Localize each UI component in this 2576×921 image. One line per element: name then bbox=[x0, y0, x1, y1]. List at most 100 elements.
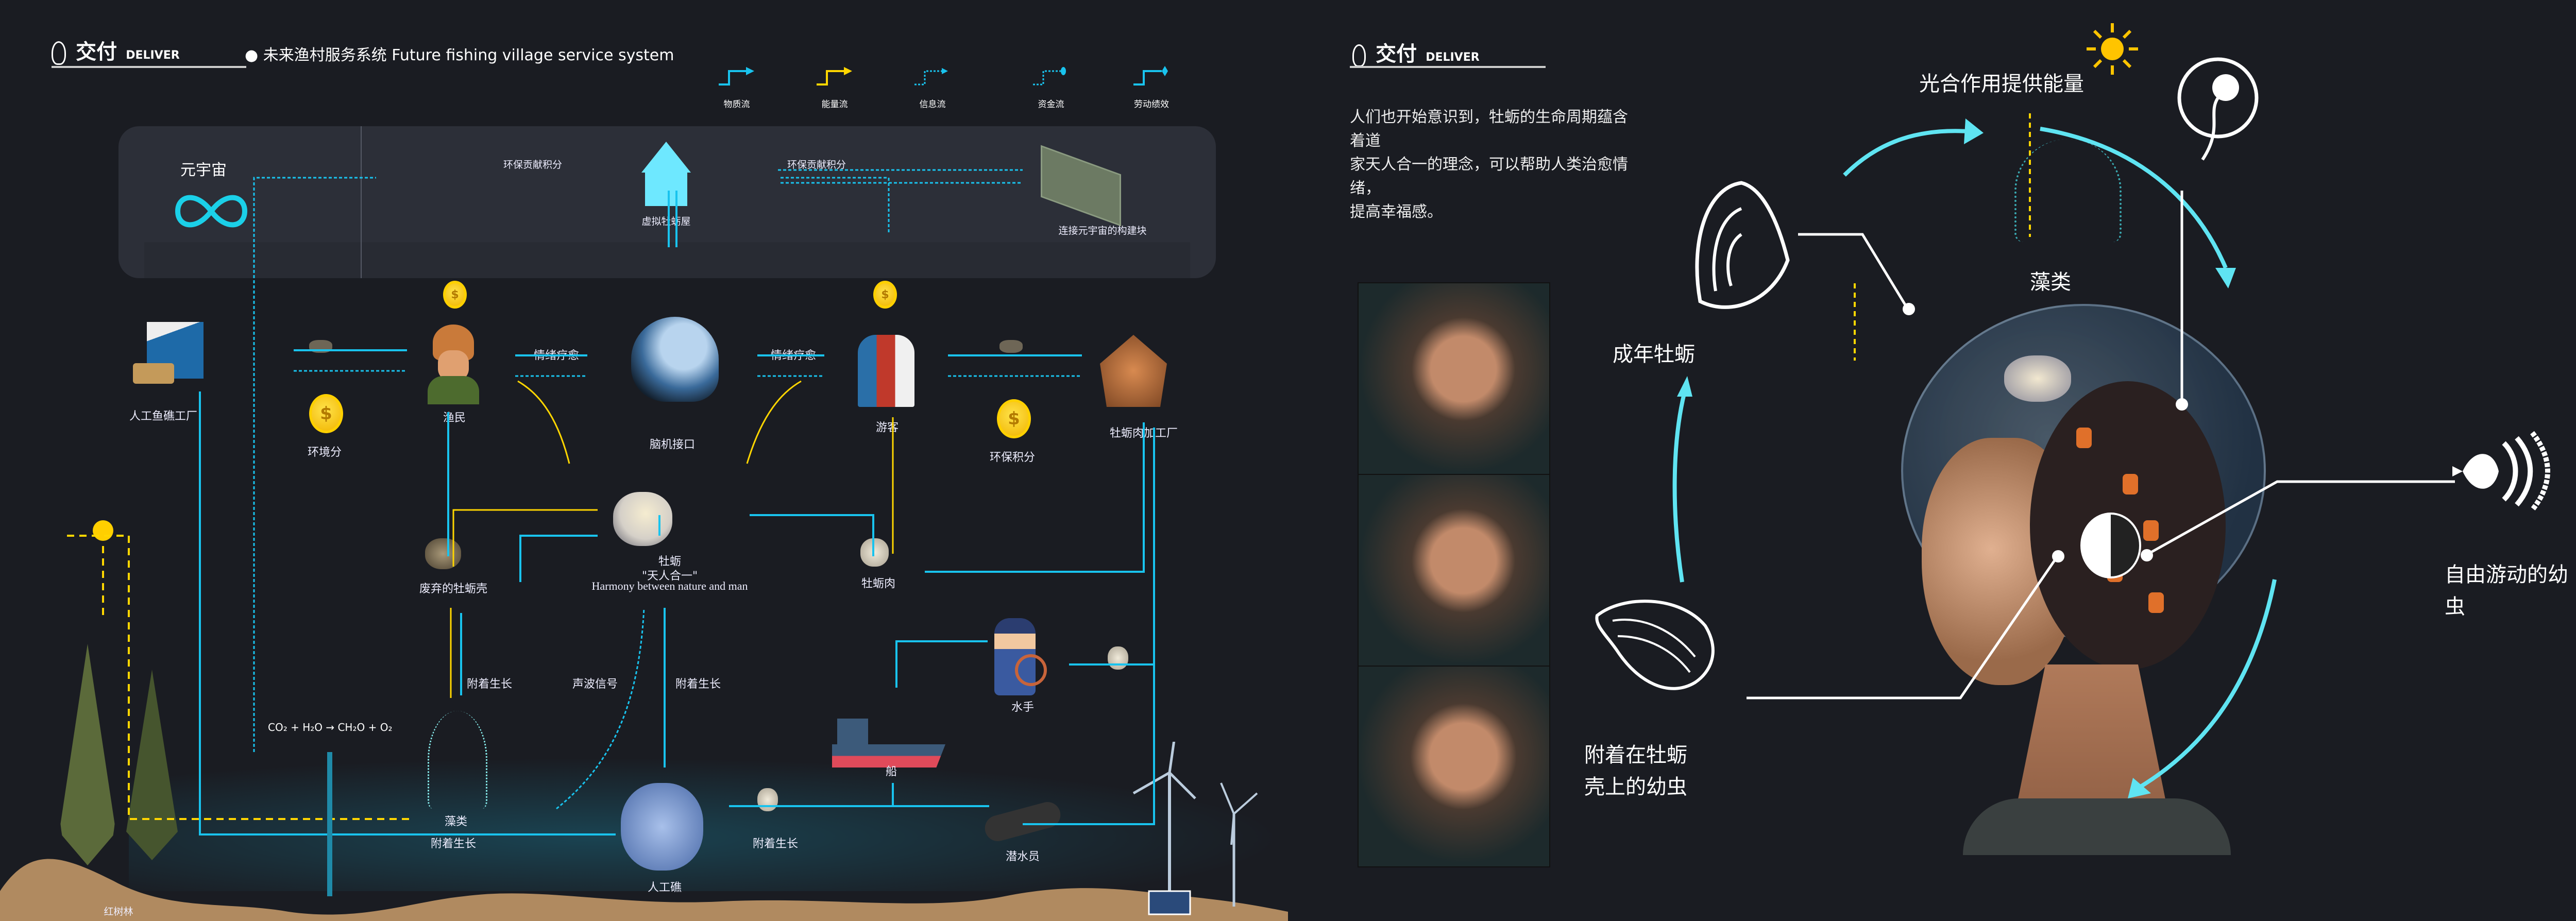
electrode bbox=[2143, 520, 2159, 541]
building-block-label: 连接元宇宙的构建块 bbox=[1058, 225, 1147, 236]
fisherman-label: 渔民 bbox=[443, 412, 466, 424]
sun-icon bbox=[2087, 23, 2138, 75]
attached-larva-shell-icon bbox=[1595, 600, 1715, 690]
woman-bci-helmet-image bbox=[1860, 304, 2298, 855]
virtual-oyster-house-body bbox=[645, 173, 687, 206]
oyster-meat-label: 牡蛎肉 bbox=[861, 577, 896, 590]
sun-icon bbox=[93, 520, 113, 541]
eco-points-label: 环保积分 bbox=[989, 451, 1036, 464]
legend-labor-performance: 劳动绩效 bbox=[1123, 66, 1180, 110]
paragraph-line: 提高幸福感。 bbox=[1350, 203, 1443, 221]
oyster-image bbox=[613, 492, 672, 546]
attach-growth-label: 附着生长 bbox=[675, 678, 721, 691]
eco-contribution-points-right: 环保贡献积分 bbox=[787, 159, 846, 170]
attach-growth-label: 附着生长 bbox=[466, 678, 513, 691]
label-line: 附着在牡蛎 bbox=[1584, 743, 1687, 767]
tourists-image bbox=[858, 335, 914, 407]
city-skyline bbox=[144, 242, 1190, 278]
motto-zh: "天人合一" bbox=[641, 570, 698, 583]
label-line: 自由游动的幼 bbox=[2445, 563, 2568, 587]
shirt bbox=[1963, 798, 2231, 855]
header-zh: 交付 bbox=[1376, 42, 1417, 66]
metaverse-label: 元宇宙 bbox=[180, 161, 227, 179]
legend-info-flow: 信息流 bbox=[904, 66, 961, 110]
oyster-on-helmet bbox=[2004, 355, 2071, 402]
electrode bbox=[2148, 592, 2164, 613]
legend-label: 信息流 bbox=[919, 99, 946, 110]
dotted-arrow-icon bbox=[914, 68, 948, 86]
photosynthesis-energy-label: 光合作用提供能量 bbox=[1919, 72, 2084, 96]
ship-wheel-icon bbox=[1015, 654, 1047, 686]
algae-image bbox=[428, 711, 487, 809]
bci-helmet-photo-2 bbox=[1358, 474, 1550, 667]
right-header: 交付 DELIVER bbox=[1352, 37, 1480, 67]
paragraph-line: 人们也开始意识到，牡蛎的生命周期蕴含着道 bbox=[1350, 108, 1628, 150]
legend-label: 物质流 bbox=[723, 99, 750, 110]
oyster-label: 牡蛎 bbox=[658, 555, 682, 568]
diver-label: 潜水员 bbox=[1005, 850, 1040, 863]
header-zh: 交付 bbox=[76, 40, 117, 64]
brain-computer-interface-image bbox=[631, 317, 719, 402]
reef-factory-label: 人工鱼礁工厂 bbox=[129, 410, 198, 423]
eco-points-coin-icon: $ bbox=[997, 399, 1031, 438]
header-underline bbox=[1350, 66, 1546, 68]
free-larva-label: 自由游动的幼 虫 bbox=[2445, 559, 2568, 623]
free-swimming-larva-icon bbox=[2452, 431, 2550, 512]
sonar-signal-label: 声波信号 bbox=[572, 678, 618, 691]
sperm-cell-icon bbox=[2177, 57, 2259, 161]
coin-icon: $ bbox=[443, 281, 467, 309]
right-algae-label: 藻类 bbox=[2030, 270, 2071, 294]
solid-yellow-arrow-icon bbox=[817, 67, 852, 86]
algae-label: 藻类 bbox=[444, 815, 468, 828]
seabed-ground bbox=[0, 859, 1288, 921]
motto-en: Harmony between nature and man bbox=[591, 579, 748, 592]
attach-growth-label: 附着生长 bbox=[752, 838, 799, 850]
coin-icon: $ bbox=[873, 281, 897, 309]
virtual-oyster-house-label: 虚拟牡蛎屋 bbox=[641, 216, 691, 227]
infinity-icon bbox=[175, 195, 247, 228]
divider bbox=[361, 126, 362, 278]
oyster-small-icon bbox=[999, 340, 1023, 353]
attach-growth-label: 附着生长 bbox=[430, 838, 477, 850]
bci-label: 脑机接口 bbox=[649, 438, 696, 451]
algae-sketch-image bbox=[2014, 139, 2122, 242]
electrode bbox=[2123, 474, 2138, 494]
intro-paragraph: 人们也开始意识到，牡蛎的生命周期蕴含着道 家天人合一的理念，可以帮助人类治愈情绪… bbox=[1350, 106, 1638, 224]
photosynthesis-formula: CO₂ + H₂O → CH₂O + O₂ bbox=[268, 721, 393, 734]
flow-lines bbox=[67, 169, 1155, 896]
header-en: DELIVER bbox=[126, 49, 180, 62]
life-cycle-arrows bbox=[1672, 113, 2455, 798]
header-underline bbox=[52, 66, 246, 68]
page-title: ● 未来渔村服务系统 Future fishing village servic… bbox=[245, 46, 674, 64]
waste-shell-label: 废弃的牡蛎壳 bbox=[419, 583, 488, 595]
solid-cyan-arrow-icon bbox=[719, 67, 754, 86]
oyster-meat-small-icon bbox=[757, 788, 778, 811]
adult-oyster-label: 成年牡蛎 bbox=[1613, 343, 1695, 366]
legend-material-flow: 物质流 bbox=[708, 66, 765, 110]
ship-label: 船 bbox=[885, 765, 897, 778]
waste-shell-image bbox=[425, 538, 461, 569]
oyster-logo-icon bbox=[52, 41, 66, 65]
artificial-reef-label: 人工礁 bbox=[647, 881, 682, 894]
bci-helmet-photo-3 bbox=[1358, 666, 1550, 867]
pallet-boxes-image bbox=[133, 363, 174, 384]
left-header: 交付 DELIVER bbox=[52, 35, 180, 65]
label-line: 虫 bbox=[2445, 595, 2465, 619]
wind-turbines-image bbox=[1132, 742, 1258, 915]
legend-label: 资金流 bbox=[1038, 99, 1064, 110]
oyster-meat-small-icon bbox=[1108, 646, 1128, 670]
ship-image bbox=[832, 744, 945, 768]
virtual-oyster-house-icon bbox=[641, 142, 691, 173]
legend-label: 劳动绩效 bbox=[1134, 99, 1169, 110]
header-en: DELIVER bbox=[1426, 51, 1480, 64]
mangrove-label: 红树林 bbox=[104, 906, 133, 917]
oyster-meat-image bbox=[860, 538, 889, 567]
dotted-dot-arrow-icon bbox=[1033, 67, 1066, 86]
diamond-arrow-icon bbox=[1133, 66, 1168, 86]
legend-label: 能量流 bbox=[821, 99, 848, 110]
legend-energy-flow: 能量流 bbox=[806, 66, 863, 110]
legend-capital-flow: 资金流 bbox=[1023, 66, 1079, 110]
electrode bbox=[2076, 428, 2092, 448]
fisherman-body-image bbox=[428, 376, 479, 404]
